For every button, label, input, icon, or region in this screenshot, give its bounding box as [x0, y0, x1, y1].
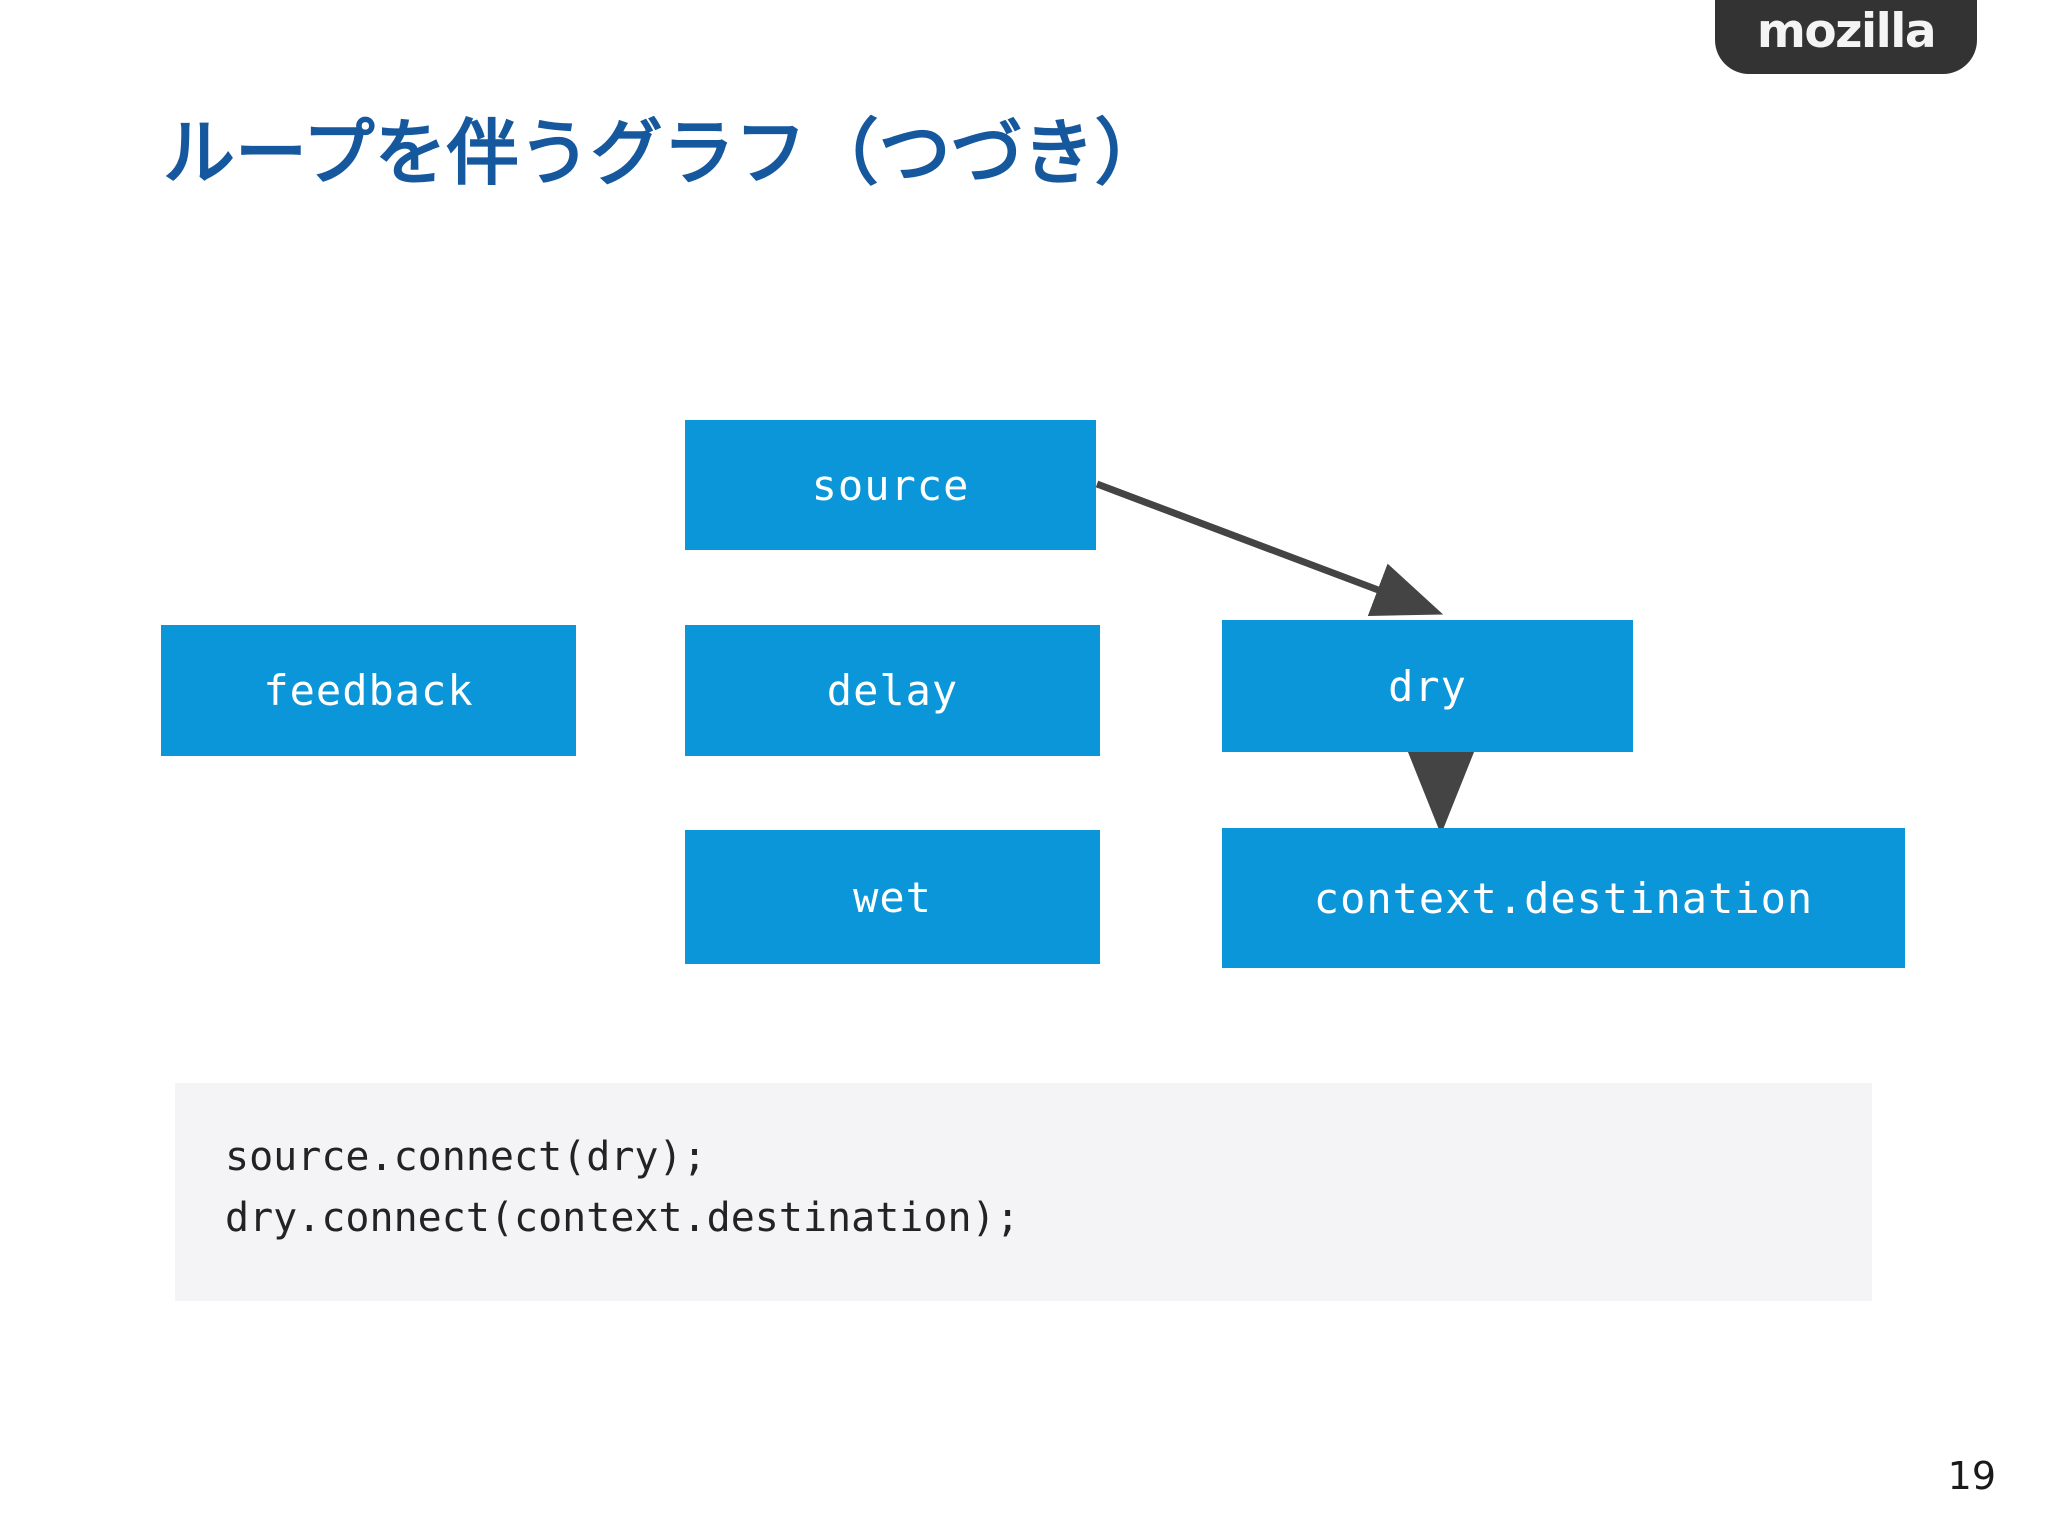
code-line-1: source.connect(dry); — [225, 1134, 707, 1180]
mozilla-logo-shape — [1715, 0, 1977, 74]
node-context-destination-label: context.destination — [1313, 873, 1814, 923]
page-title: ループを伴うグラフ（つづき） — [163, 111, 1167, 195]
node-source[interactable]: source — [685, 420, 1096, 550]
mozilla-logo: mozilla — [1715, 0, 1977, 74]
node-dry-label: dry — [1388, 661, 1467, 711]
node-delay-label: delay — [826, 666, 959, 715]
audio-graph-diagram: source feedback delay dry wet context.de… — [161, 420, 1905, 968]
page-number: 19 — [1947, 1454, 1996, 1498]
code-line-2: dry.connect(context.destination); — [225, 1194, 1020, 1241]
mozilla-logo-text: mozilla — [1756, 4, 1937, 59]
edge-source-to-dry — [1095, 480, 1444, 616]
node-feedback-label: feedback — [263, 666, 474, 715]
node-delay[interactable]: delay — [685, 625, 1100, 756]
node-context-destination[interactable]: context.destination — [1222, 828, 1905, 968]
node-dry[interactable]: dry — [1222, 620, 1633, 752]
node-wet[interactable]: wet — [685, 830, 1100, 964]
code-block: source.connect(dry); dry.connect(context… — [175, 1083, 1872, 1301]
node-source-label: source — [811, 460, 970, 510]
node-feedback[interactable]: feedback — [161, 625, 576, 756]
node-wet-label: wet — [853, 872, 932, 922]
